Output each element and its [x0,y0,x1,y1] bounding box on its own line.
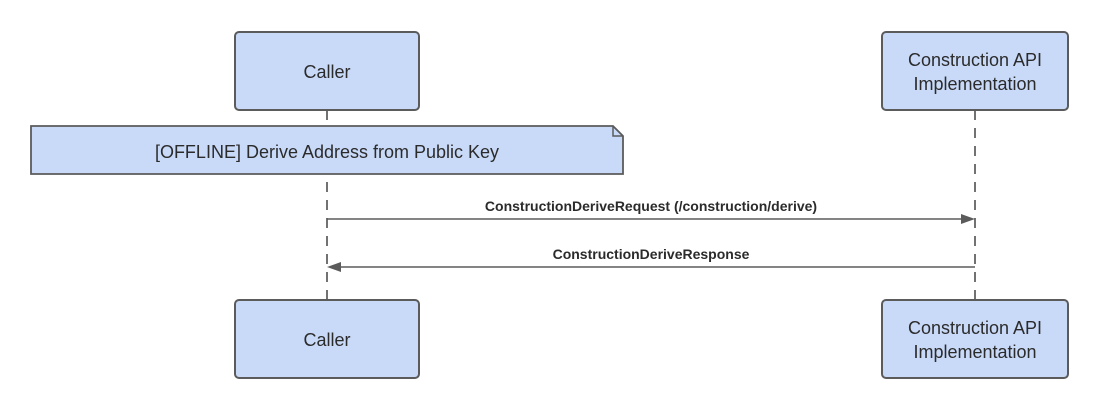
construction-api-label-bottom-line-2: Implementation [913,342,1036,362]
construction-api-box-bottom [881,299,1069,379]
construction-api-box-top [881,31,1069,111]
message-request-label: ConstructionDeriveRequest (/construction… [485,198,817,214]
offline-note: [OFFLINE] Derive Address from Public Key [30,125,624,175]
caller-box-top [234,31,420,111]
construction-api-participant-top: Construction API Implementation [881,31,1069,111]
caller-label-bottom: Caller [303,330,350,350]
construction-api-participant-bottom: Construction API Implementation [881,299,1069,379]
note-text: [OFFLINE] Derive Address from Public Key [155,142,499,162]
note-folded-corner [612,126,623,137]
caller-box-bottom [234,299,420,379]
caller-label-top: Caller [303,62,350,82]
lifelines [326,110,976,300]
message-response-label: ConstructionDeriveResponse [553,246,750,262]
message-request-arrowhead [961,214,975,224]
message-request: ConstructionDeriveRequest (/construction… [327,198,975,224]
construction-api-label-bottom-line-1: Construction API [908,318,1042,338]
message-response: ConstructionDeriveResponse [327,246,975,272]
caller-participant-top: Caller [234,31,420,111]
note-box [30,125,624,175]
construction-api-label-top-line-2: Implementation [913,74,1036,94]
construction-api-label-top-line-1: Construction API [908,50,1042,70]
message-response-arrowhead [327,262,341,272]
caller-participant-bottom: Caller [234,299,420,379]
